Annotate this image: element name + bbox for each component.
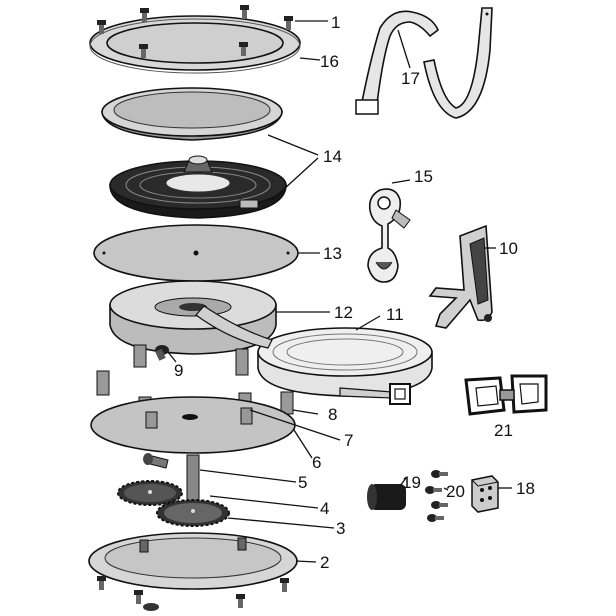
gear-large-part-3 — [156, 499, 230, 527]
rubber-cylinder-part-19 — [367, 484, 406, 510]
coil-spring-part-14 — [109, 155, 287, 219]
label-part-7: 7 — [344, 431, 353, 450]
base-disc-part-6 — [90, 396, 296, 454]
label-part-19: 19 — [402, 473, 421, 492]
housing-dish-part-14 — [101, 87, 283, 141]
label-part-6: 6 — [312, 453, 321, 472]
flat-disc-part-13 — [93, 224, 299, 282]
label-part-13: 13 — [323, 244, 342, 263]
label-part-2: 2 — [320, 553, 329, 572]
label-part-1: 1 — [331, 13, 340, 32]
label-part-20: 20 — [446, 482, 465, 501]
screws-part-1 — [97, 5, 293, 58]
label-part-14: 14 — [323, 147, 342, 166]
label-part-12: 12 — [334, 303, 353, 322]
label-part-21: 21 — [494, 421, 513, 440]
label-part-15: 15 — [414, 167, 433, 186]
label-part-3: 3 — [336, 519, 345, 538]
snap-hook-part-15 — [367, 188, 411, 283]
bottom-plate-part-2 — [88, 532, 298, 590]
label-part-18: 18 — [516, 479, 535, 498]
axle-pin-part-5 — [143, 453, 200, 506]
small-screws-part-20 — [425, 470, 448, 522]
bottom-screws — [97, 576, 289, 611]
gear-small-part-4 — [117, 480, 183, 506]
bracket-part-18 — [471, 475, 499, 513]
label-part-16: 16 — [320, 52, 339, 71]
spool-drum-part-12 — [109, 280, 277, 355]
tape-reel-part-11 — [195, 305, 433, 405]
strap-part-17 — [355, 7, 493, 119]
label-part-5: 5 — [298, 473, 307, 492]
small-bolt-part-9 — [155, 345, 169, 361]
label-part-17: 17 — [401, 69, 420, 88]
label-part-11: 11 — [386, 305, 404, 324]
leader-lines — [167, 20, 512, 563]
part-labels: 1 16 17 14 15 13 10 12 11 9 21 8 7 6 19 … — [174, 13, 535, 572]
label-part-8: 8 — [328, 405, 337, 424]
label-part-4: 4 — [320, 499, 329, 518]
clip-part-10 — [428, 224, 493, 329]
label-part-10: 10 — [499, 239, 518, 258]
label-part-9: 9 — [174, 361, 183, 380]
buckle-part-21 — [464, 374, 548, 416]
cover-plate-part-16 — [89, 15, 301, 74]
